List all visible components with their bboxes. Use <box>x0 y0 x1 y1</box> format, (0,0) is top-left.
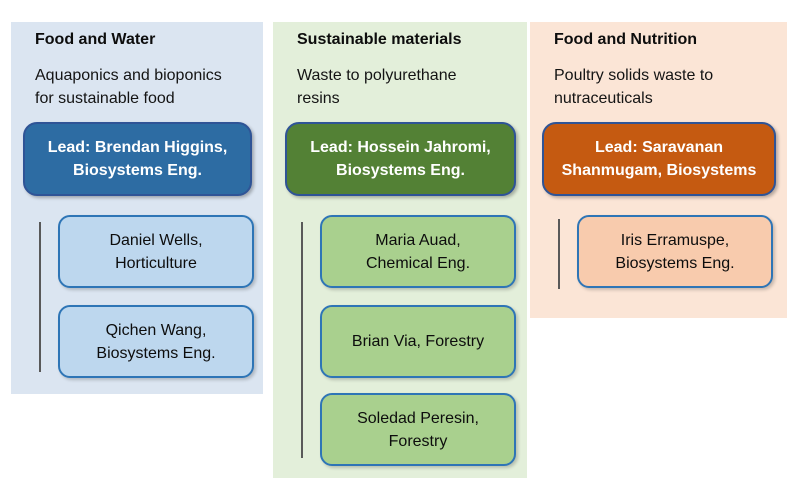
lead-line: Biosystems Eng. <box>336 162 465 179</box>
lead-line: Lead: Brendan Higgins, <box>47 139 228 156</box>
member-line: Biosystems Eng. <box>96 344 216 362</box>
subtitle-line: Aquaponics and bioponics <box>35 67 222 84</box>
subtitle-line: resins <box>297 90 340 107</box>
subtitle-line: for sustainable food <box>35 90 175 107</box>
connector-line <box>301 222 303 458</box>
member-box: Maria Auad, Chemical Eng. <box>320 215 516 288</box>
lead-line: Shanmugam, Biosystems <box>561 162 757 179</box>
panel-title: Food and Nutrition <box>554 31 698 48</box>
subtitle-line: Poultry solids waste to <box>554 67 714 84</box>
panel-sustainable-materials: Sustainable materials Waste to polyureth… <box>273 22 527 478</box>
member-line: Qichen Wang, <box>105 321 207 339</box>
member-line: Daniel Wells, <box>109 231 203 249</box>
panel-title: Food and Water <box>35 31 156 48</box>
member-box: Qichen Wang, Biosystems Eng. <box>58 305 254 378</box>
lead-box: Lead: Brendan Higgins, Biosystems Eng. <box>23 122 252 196</box>
panel-title: Sustainable materials <box>297 31 462 48</box>
member-box: Brian Via, Forestry <box>320 305 516 378</box>
member-line: Iris Erramuspe, <box>620 231 730 249</box>
panel-food-and-water: Food and Water Aquaponics and bioponics … <box>11 22 263 394</box>
lead-box: Lead: Hossein Jahromi, Biosystems Eng. <box>285 122 516 196</box>
member-line: Maria Auad, <box>375 231 461 249</box>
member-line: Biosystems Eng. <box>615 254 735 272</box>
member-line: Horticulture <box>115 254 197 272</box>
lead-line: Lead: Hossein Jahromi, <box>310 139 491 156</box>
member-line: Chemical Eng. <box>365 254 471 272</box>
lead-line: Biosystems Eng. <box>73 162 202 179</box>
member-line: Brian Via, Forestry <box>351 333 485 350</box>
panel-food-and-nutrition: Food and Nutrition Poultry solids waste … <box>530 22 787 318</box>
member-box: Iris Erramuspe, Biosystems Eng. <box>577 215 773 288</box>
panel-subtitle: Poultry solids waste to nutraceuticals <box>554 64 713 110</box>
member-line: Forestry <box>388 432 448 450</box>
connector-line <box>39 222 41 372</box>
subtitle-line: Waste to polyurethane <box>297 67 457 84</box>
member-box: Daniel Wells, Horticulture <box>58 215 254 288</box>
panel-subtitle: Waste to polyurethane resins <box>297 64 457 110</box>
lead-line: Lead: Saravanan <box>594 139 724 156</box>
member-box: Soledad Peresin, Forestry <box>320 393 516 466</box>
subtitle-line: nutraceuticals <box>554 90 653 107</box>
connector-line <box>558 219 560 289</box>
member-line: Soledad Peresin, <box>357 409 479 427</box>
lead-box: Lead: Saravanan Shanmugam, Biosystems <box>542 122 776 196</box>
panel-subtitle: Aquaponics and bioponics for sustainable… <box>35 64 222 110</box>
